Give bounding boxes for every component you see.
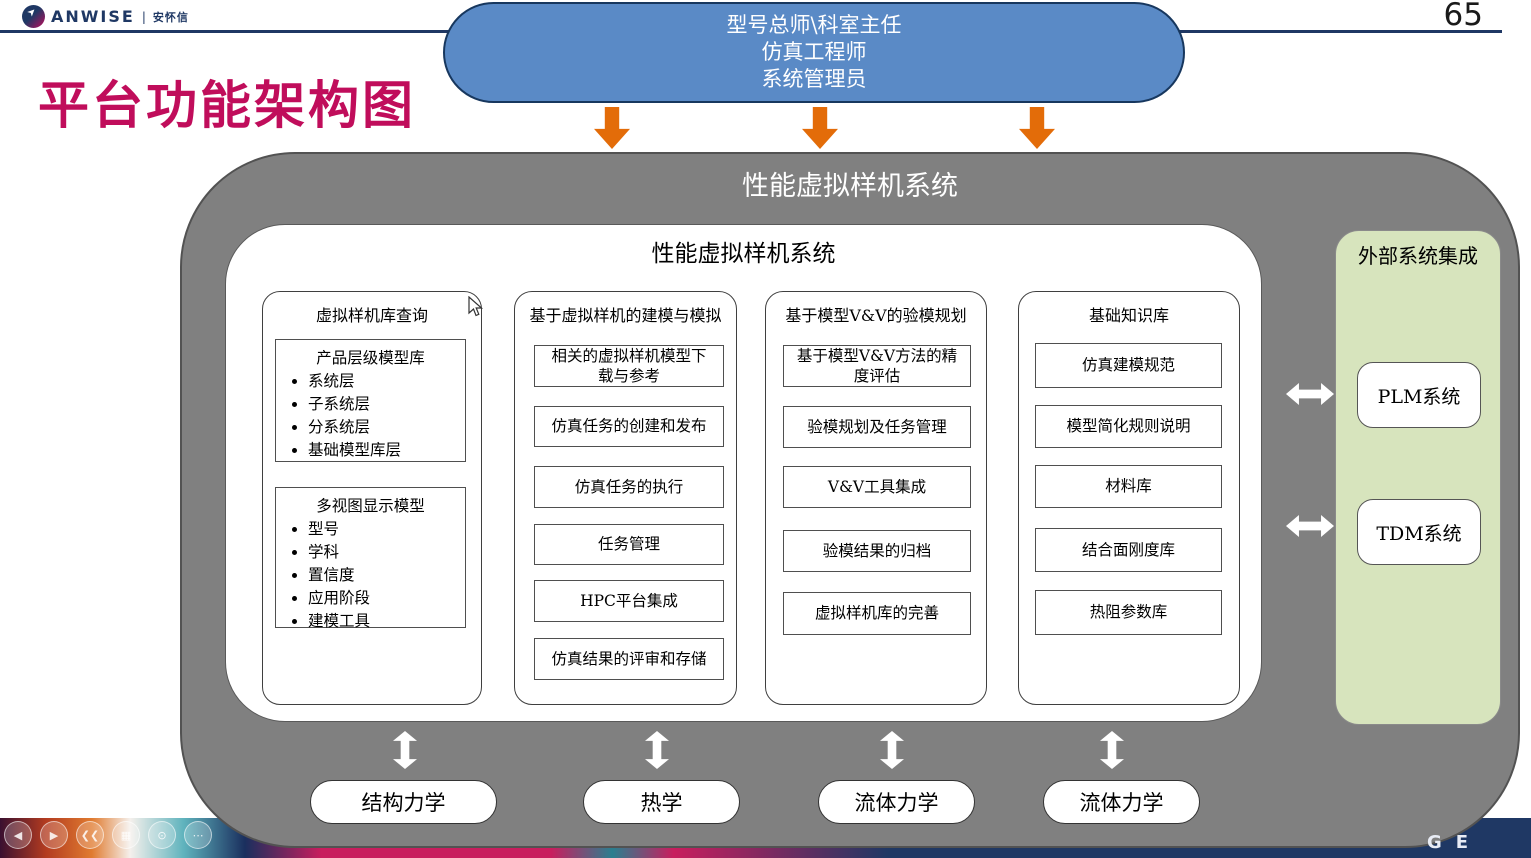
function-box: 相关的虚拟样机模型下载与参考 bbox=[534, 345, 724, 387]
function-box: 模型简化规则说明 bbox=[1035, 405, 1222, 448]
logo-text-cn: 安怀信 bbox=[152, 10, 189, 24]
logo-text-en: ANWISE bbox=[51, 7, 135, 26]
function-box: 虚拟样机库的完善 bbox=[783, 592, 971, 635]
slide-title: 平台功能架构图 bbox=[38, 77, 417, 136]
bullet-item: 分系统层 bbox=[308, 416, 459, 439]
viewer-controls: ◀ ▶ ❮❮ ▦ ⊙ ⋯ bbox=[4, 821, 212, 849]
function-box: 材料库 bbox=[1035, 465, 1222, 508]
function-box: 验模结果的归档 bbox=[783, 530, 971, 572]
external-systems-title: 外部系统集成 bbox=[1358, 244, 1478, 268]
bullet-item: 系统层 bbox=[308, 370, 459, 393]
column-title: 基础知识库 bbox=[1088, 306, 1169, 325]
discipline-fluid-mechanics: 流体力学 bbox=[1043, 780, 1200, 824]
down-arrow-icon bbox=[802, 107, 838, 149]
function-box: V&V工具集成 bbox=[783, 466, 971, 508]
down-arrow-icon bbox=[594, 107, 630, 149]
anwise-logo: ANWISE | 安怀信 bbox=[22, 5, 189, 28]
double-arrow-horizontal-icon bbox=[1286, 515, 1334, 537]
bullet-list: 型号 学科 置信度 应用阶段 建模工具 bbox=[308, 518, 459, 633]
tdm-system-box: TDM系统 bbox=[1357, 499, 1481, 565]
anwise-logo-icon bbox=[22, 5, 45, 28]
viewer-prev-button[interactable]: ◀ bbox=[4, 821, 32, 849]
column-title: 虚拟样机库查询 bbox=[315, 306, 428, 325]
group-header: 产品层级模型库 bbox=[316, 349, 425, 367]
column-title: 基于虚拟样机的建模与模拟 bbox=[529, 306, 722, 325]
viewer-pages-button[interactable]: ▦ bbox=[112, 821, 140, 849]
function-box: HPC平台集成 bbox=[534, 580, 724, 622]
bullet-list: 系统层 子系统层 分系统层 基础模型库层 bbox=[308, 370, 459, 462]
function-box: 仿真任务的执行 bbox=[534, 466, 724, 508]
actor-role: 型号总师\科室主任 bbox=[726, 13, 902, 37]
plm-system-box: PLM系统 bbox=[1357, 362, 1481, 428]
inner-system-title: 性能虚拟样机系统 bbox=[651, 241, 836, 267]
viewer-next-button[interactable]: ▶ bbox=[40, 821, 68, 849]
group-product-model-library: 产品层级模型库 系统层 子系统层 分系统层 基础模型库层 bbox=[275, 339, 466, 462]
group-header: 多视图显示模型 bbox=[316, 497, 425, 515]
bullet-item: 置信度 bbox=[308, 564, 459, 587]
bullet-item: 应用阶段 bbox=[308, 587, 459, 610]
function-box: 验模规划及任务管理 bbox=[783, 406, 971, 448]
function-box: 任务管理 bbox=[534, 524, 724, 565]
discipline-structural-mechanics: 结构力学 bbox=[310, 780, 497, 824]
logo-separator: | bbox=[141, 9, 146, 24]
bullet-item: 学科 bbox=[308, 541, 459, 564]
viewer-more-button[interactable]: ⋯ bbox=[184, 821, 212, 849]
discipline-thermal: 热学 bbox=[583, 780, 740, 824]
viewer-zoom-button[interactable]: ⊙ bbox=[148, 821, 176, 849]
page-number: 65 bbox=[1443, 0, 1483, 33]
down-arrow-icon bbox=[1019, 107, 1055, 149]
bullet-item: 建模工具 bbox=[308, 610, 459, 633]
double-arrow-horizontal-icon bbox=[1286, 383, 1334, 405]
function-box: 仿真建模规范 bbox=[1035, 343, 1222, 388]
function-box: 仿真结果的评审和存储 bbox=[534, 638, 724, 680]
outer-system-title: 性能虚拟样机系统 bbox=[742, 171, 958, 202]
group-multiview-model: 多视图显示模型 型号 学科 置信度 应用阶段 建模工具 bbox=[275, 487, 466, 630]
discipline-fluid-mechanics: 流体力学 bbox=[818, 780, 975, 824]
bullet-item: 子系统层 bbox=[308, 393, 459, 416]
bullet-item: 基础模型库层 bbox=[308, 439, 459, 462]
footer-partial-text: GE bbox=[1427, 832, 1483, 853]
function-box: 基于模型V&V方法的精度评估 bbox=[783, 345, 971, 387]
external-systems-panel bbox=[1335, 230, 1501, 725]
column-title: 基于模型V&V的验模规划 bbox=[785, 306, 967, 325]
function-box: 结合面刚度库 bbox=[1035, 528, 1222, 572]
function-box: 仿真任务的创建和发布 bbox=[534, 406, 724, 447]
actor-role: 仿真工程师 bbox=[761, 40, 867, 64]
bullet-item: 型号 bbox=[308, 518, 459, 541]
viewer-back-button[interactable]: ❮❮ bbox=[76, 821, 104, 849]
actor-role: 系统管理员 bbox=[761, 67, 867, 91]
function-box: 热阻参数库 bbox=[1035, 590, 1222, 635]
actors-bubble: 型号总师\科室主任 仿真工程师 系统管理员 bbox=[443, 2, 1185, 103]
mouse-cursor-icon bbox=[468, 296, 484, 317]
